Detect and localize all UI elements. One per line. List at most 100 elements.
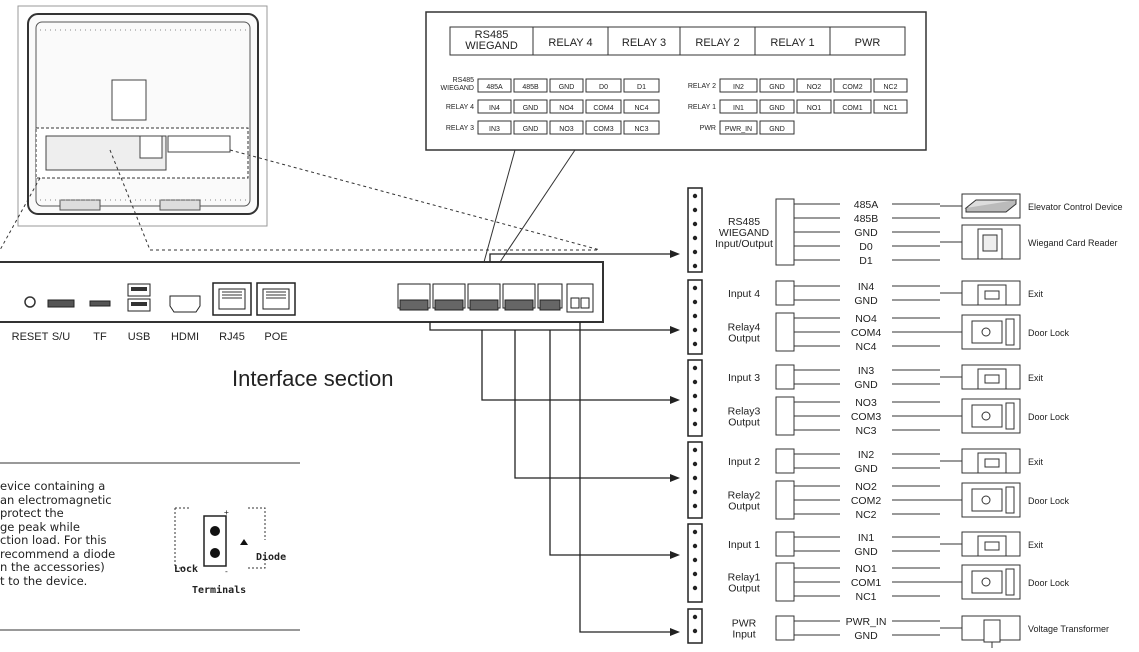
pin-name: 485B [854, 213, 879, 225]
pin-cell [623, 120, 660, 135]
device-label: Voltage Transformer [1028, 624, 1109, 634]
header-cell: WIEGAND [465, 40, 518, 52]
terminal-screw [692, 489, 698, 495]
pin-cell [477, 120, 512, 135]
pin-label: GND [769, 126, 785, 133]
note-line: recommend a diode [0, 546, 116, 561]
pin-name: GND [854, 227, 878, 239]
pin-cell [549, 78, 584, 93]
pin-name: NC4 [855, 341, 876, 353]
pin-label: GND [769, 105, 785, 112]
pin-table: RS485 WIEGAND RELAY 4 RELAY 3 RELAY 2 RELAY 1… [441, 26, 908, 135]
terminal-screw [692, 263, 698, 269]
terminal-screw [692, 407, 698, 413]
pin-name: GND [854, 295, 878, 307]
pin-label: IN4 [489, 105, 500, 112]
header-cell: PWR [855, 37, 881, 49]
pin-name: GND [854, 379, 878, 391]
pin-cell [833, 78, 872, 93]
header-cell: RELAY 3 [622, 37, 666, 49]
header-cell: RELAY 4 [548, 37, 592, 49]
group-label: WIEGAND [719, 227, 770, 239]
pin-label: NC3 [634, 126, 648, 133]
device-label: Door Lock [1028, 578, 1070, 588]
door-lock-icon [971, 402, 1015, 430]
pin-cell [513, 99, 548, 114]
port-label: POE [264, 331, 287, 343]
lock-label: Lock [174, 564, 198, 575]
terminal-screw [692, 249, 698, 255]
terminal-screw [692, 557, 698, 563]
terminal-strip [687, 187, 703, 273]
pin-label: COM3 [593, 126, 613, 133]
terminal-screw [692, 221, 698, 227]
zoom-guide-lines [0, 149, 601, 251]
group-label: Output [728, 583, 760, 595]
note-line: an electromagnetic [0, 492, 112, 507]
diode-label: Diode [256, 551, 286, 563]
pin-name: GND [854, 546, 878, 558]
pin-label: NO3 [559, 126, 574, 133]
port-label: USB [128, 331, 151, 343]
pin-cell [513, 78, 548, 93]
exit-button-icon [977, 452, 1007, 474]
pin-label: NC2 [883, 84, 897, 91]
terminal-screw [692, 447, 698, 453]
group-label: Input 3 [728, 372, 760, 384]
svg-text:+: + [224, 508, 229, 517]
pin-label: D1 [637, 84, 646, 91]
pin-label: GND [559, 84, 575, 91]
interface-section-title: Interface section [232, 366, 393, 391]
pin-label: NC1 [883, 105, 897, 112]
arrow-icon [670, 551, 680, 559]
pin-name: COM2 [851, 495, 881, 507]
group-label: RS485 [728, 216, 760, 228]
poe-port-icon [256, 282, 296, 316]
row-label: RELAY 1 [688, 104, 716, 111]
pin-name: NO3 [855, 397, 877, 409]
pin-name: NO1 [855, 563, 877, 575]
terminal-screw [692, 529, 698, 535]
pin-name: NO2 [855, 481, 877, 493]
hdmi-port-icon [169, 295, 201, 313]
terminal-screw [692, 614, 698, 620]
row-label: RELAY 4 [446, 104, 474, 111]
note-line: ction load. For this [0, 533, 107, 547]
header-row-frame [449, 26, 906, 56]
pin-label: PWR_IN [725, 126, 752, 133]
connector-block [775, 364, 795, 390]
arrow-icon [670, 396, 680, 404]
port-label: HDMI [171, 331, 199, 343]
pin-label: COM1 [842, 105, 862, 112]
pin-cell [796, 99, 832, 114]
wiring-area: RS485WIEGANDInput/Output485A485BGNDD0D1E… [0, 187, 1123, 648]
row-label: RS485 [453, 77, 475, 84]
device-label: Door Lock [1028, 496, 1070, 506]
pin-label: GND [769, 84, 785, 91]
pin-name: IN2 [858, 449, 875, 461]
connector-block [775, 480, 795, 520]
pin-cell [719, 120, 758, 135]
pin-name: GND [854, 463, 878, 475]
group-label: Relay1 [728, 572, 761, 584]
pin-label: COM4 [593, 105, 613, 112]
terminal-screw [692, 571, 698, 577]
device-label: Door Lock [1028, 328, 1070, 338]
pin-cell [477, 78, 512, 93]
terminal-strip [687, 523, 703, 603]
header-cell: RELAY 2 [695, 37, 739, 49]
arrow-icon [670, 250, 680, 258]
group-label: Input [732, 629, 755, 641]
exit-button-icon [977, 535, 1007, 557]
pin-name: NC3 [855, 425, 876, 437]
group-label: Input 1 [728, 539, 760, 551]
pin-label: GND [523, 126, 539, 133]
pin-cell [549, 99, 584, 114]
door-lock-icon [971, 318, 1015, 346]
reset-hole-icon [24, 296, 36, 308]
terminal-strip [687, 608, 703, 644]
pin-name: IN1 [858, 532, 875, 544]
feed-wire [481, 330, 670, 401]
